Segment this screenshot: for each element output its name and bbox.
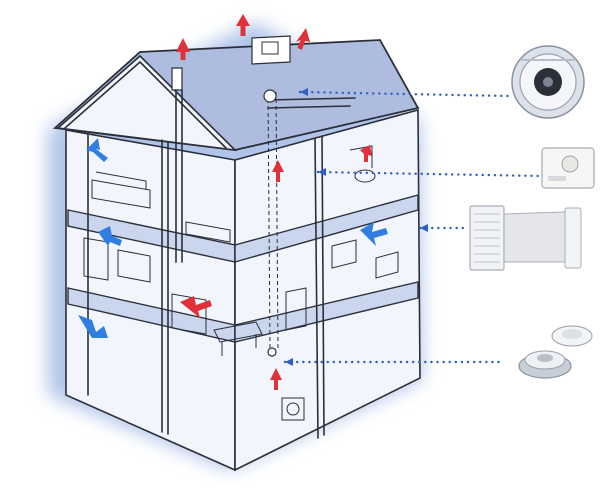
- fresh-air-arrow-icon: [360, 222, 388, 246]
- wall-air-inlet-icon: [469, 205, 582, 271]
- exhaust-grille-icon: [518, 325, 593, 379]
- exhaust-arrow-icon: [176, 38, 190, 60]
- interior-details: [83, 134, 399, 421]
- exhaust-duct: [175, 89, 356, 357]
- humidity-controller-icon: [541, 147, 595, 189]
- leader-lines: [283, 88, 542, 366]
- fresh-air-arrow-icon: [78, 315, 108, 338]
- exhaust-arrow-icon: [270, 368, 282, 390]
- exhaust-arrow-icon: [236, 14, 250, 36]
- front-facade: [65, 129, 236, 472]
- exhaust-arrows: [176, 14, 372, 390]
- roof: [52, 35, 420, 152]
- fresh-air-arrow-icon: [98, 226, 122, 246]
- exhaust-arrow-icon: [296, 28, 310, 50]
- exhaust-arrow-icon: [360, 145, 372, 162]
- exhaust-arrow-icon: [272, 160, 284, 182]
- fresh-air-arrows: [78, 138, 388, 338]
- side-facade: [234, 108, 421, 472]
- exhaust-arrow-icon: [180, 296, 212, 318]
- inline-duct-fan-icon: [511, 45, 585, 119]
- fresh-air-arrow-icon: [86, 138, 108, 162]
